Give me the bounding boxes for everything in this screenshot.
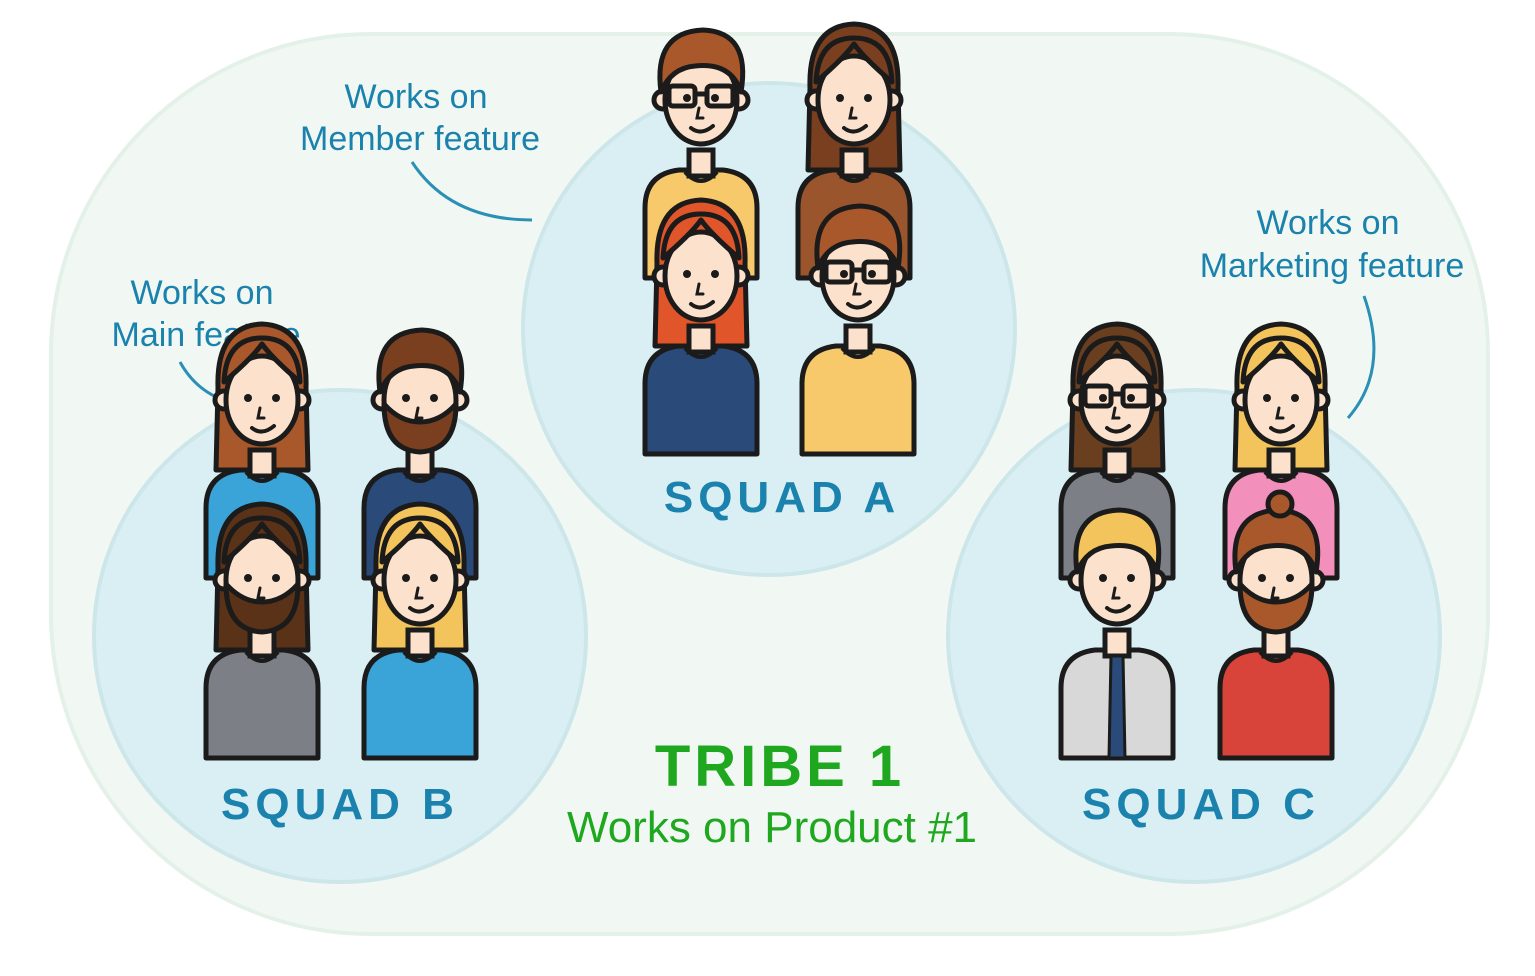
squad-b-label: SQUAD B <box>221 780 459 829</box>
tribe-title: TRIBE 1 <box>655 734 905 799</box>
woman-red-hair-icon <box>642 197 760 457</box>
man-blonde-tie-icon <box>1058 507 1176 761</box>
man-bun-beard-icon <box>1217 489 1335 761</box>
man-long-hair-beard-icon <box>203 501 321 761</box>
tribe-subtitle: Works on Product #1 <box>567 803 977 852</box>
squad-b-annotation-line1: Works on <box>131 274 274 312</box>
squad-a-annotation-line2: Member feature <box>300 120 540 158</box>
squad-a-connector <box>410 161 533 222</box>
squad-a-annotation: Works on Member feature <box>300 78 540 158</box>
squad-a-label: SQUAD A <box>664 473 900 522</box>
squad-b-members <box>203 321 479 761</box>
man-glasses-icon <box>799 203 917 457</box>
squad-c-annotation: Works on Marketing feature <box>1200 204 1465 285</box>
squad-c-annotation-line1: Works on <box>1257 204 1400 242</box>
squad-a-annotation-line1: Works on <box>345 78 488 116</box>
squad-c-connector <box>1346 295 1376 419</box>
squad-a-members <box>642 21 917 457</box>
squad-c-members <box>1058 321 1340 761</box>
woman-glasses-icon <box>1058 321 1176 581</box>
woman-blonde-icon <box>361 501 479 761</box>
squad-c-annotation-line2: Marketing feature <box>1200 247 1465 285</box>
squad-c-label: SQUAD C <box>1082 780 1320 829</box>
